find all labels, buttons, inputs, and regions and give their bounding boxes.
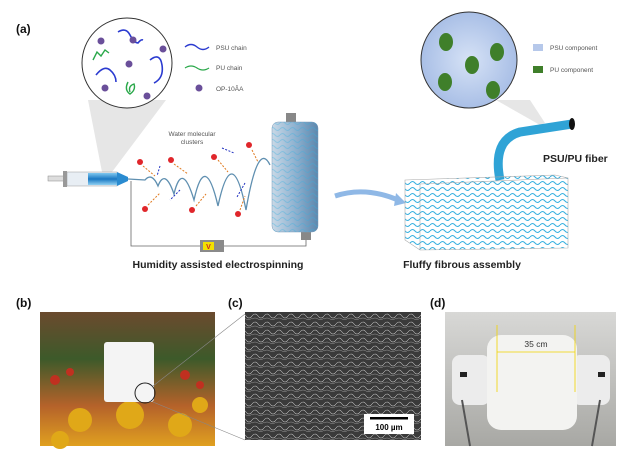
- water-molecules: [137, 142, 252, 217]
- syringe: [47, 171, 128, 187]
- panel-d-label: (d): [430, 296, 445, 310]
- caption-electrospinning: Humidity assisted electrospinning: [133, 259, 304, 271]
- voltage-source: V: [200, 240, 224, 252]
- zoom-cone: [88, 100, 166, 172]
- panel-a-label: (a): [16, 22, 31, 36]
- fibrous-assembly-box: [404, 174, 569, 251]
- circuit-wire: [130, 181, 307, 247]
- photo-sponge-on-flowers: [40, 312, 215, 449]
- psu-chain-icon: [184, 43, 210, 51]
- legend-pu-component: PU component: [550, 67, 593, 74]
- collector-drum: [271, 113, 319, 240]
- psu-component-swatch: [533, 44, 543, 51]
- fiber-label: PSU/PU fiber: [543, 153, 608, 165]
- arrow-head-icon: [394, 193, 406, 206]
- legend-psu-chain: PSU chain: [216, 45, 247, 52]
- photo-large-roll: 35 cm: [445, 312, 616, 447]
- legend-op-10a: OP-10ÂA: [216, 84, 244, 93]
- pu-component-swatch: [533, 66, 543, 73]
- pu-chain-icon: [184, 65, 210, 71]
- legend-left: PSU chain PU chain OP-10ÂA: [184, 43, 247, 93]
- op-10a-icon: [195, 84, 203, 92]
- water-label-line1: Water molecular: [168, 131, 216, 138]
- sem-image: 100 µm: [245, 312, 421, 440]
- fiber-cross-section-circle: [420, 11, 518, 109]
- panel-b-label: (b): [16, 296, 31, 310]
- dimension-label: 35 cm: [524, 339, 547, 349]
- legend-right: PSU component PU component: [533, 44, 598, 74]
- scale-bar: [370, 417, 408, 420]
- legend-psu-component: PSU component: [550, 45, 598, 52]
- caption-fluffy-assembly: Fluffy fibrous assembly: [403, 259, 521, 271]
- legend-pu-chain: PU chain: [216, 65, 243, 72]
- voltage-label: V: [206, 244, 211, 251]
- solution-zoom-circle: [81, 17, 173, 109]
- panel-c-label: (c): [228, 296, 243, 310]
- process-arrow: [334, 189, 399, 203]
- zoom-cone-right: [496, 100, 545, 125]
- scale-bar-label: 100 µm: [375, 423, 402, 432]
- psu-pu-fiber: [493, 119, 573, 181]
- water-migration-arrows: [142, 147, 259, 211]
- water-label-line2: clusters: [181, 139, 204, 146]
- fiber-end: [569, 118, 575, 130]
- electrospinning-jet: [127, 157, 271, 211]
- zoom-lines-b-c: [152, 313, 246, 441]
